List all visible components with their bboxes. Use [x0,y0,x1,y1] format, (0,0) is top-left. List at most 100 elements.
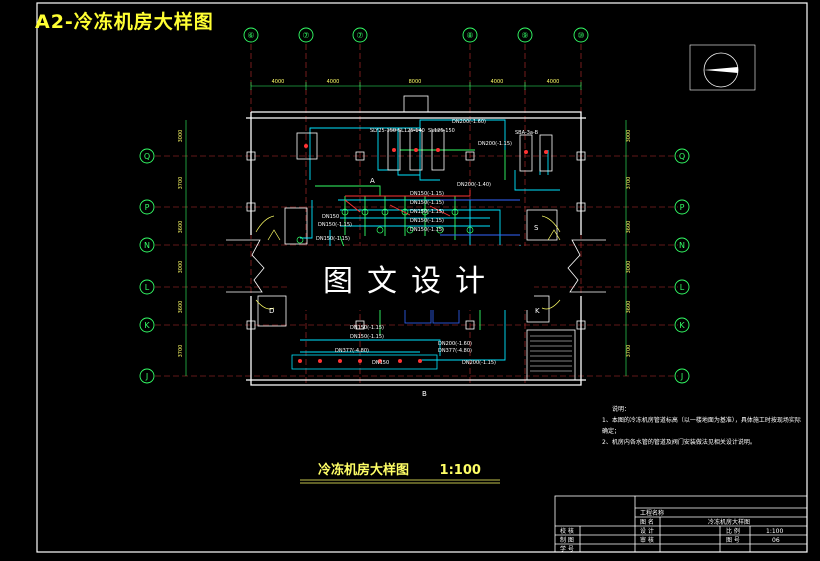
pump-dots [298,144,548,363]
notes-line-2: 2、机房内各水管的管道及阀门安装做法见相关设计说明。 [602,439,756,446]
grid-col-label: ⑥ [247,31,254,40]
dimension-label: 3700 [178,177,184,190]
tb-number-value: 06 [772,537,780,544]
inner-rooms [257,95,576,381]
pipe-label: SL125-140 [398,128,425,134]
tb-scale-value: 1:100 [766,528,783,535]
grid-row-label: N [679,241,685,250]
plan-title: 冷冻机房大样图 1:100 [318,459,507,478]
grid-row-label: L [145,283,150,292]
grid-row-lines [155,155,678,377]
pipe-label: DN150(-1.15) [410,218,444,224]
tb-designer-label: 设 计 [640,527,654,535]
grid-row-label: L [680,283,685,292]
room-label: D [269,307,274,315]
pipe-label: DN150(-1.15) [316,236,350,242]
tb-student-label: 学 号 [560,545,574,553]
stairs [530,335,572,372]
pipe-label: SBA-3a-B [515,130,539,136]
break-lines [226,239,606,293]
pipe-label: DN377(-4.80) [335,348,369,354]
pipe-label: DN150(-1.15) [410,209,444,215]
dimension-label: 3700 [626,177,632,190]
pipe-label: DN200(-1.60) [438,341,472,347]
tb-number-label: 图 号 [726,537,740,544]
pipe-label: DN150(-1.15) [318,222,352,228]
pipe-label: DN150(-1.15) [350,334,384,340]
top-dimension-line [250,82,582,90]
blue-pipes [440,199,520,236]
grid-col-label: ⑦ [356,31,363,40]
notes-heading: 说明： [612,406,631,413]
title-block-text: 工程名称 图 名 冷冻机房大样图 校 核 设 计 比 例 1:100 制 图 审… [560,509,783,553]
grid-col-label: ⑧ [466,31,473,40]
north-arrow [703,52,739,88]
plan-title-text: 冷冻机房大样图 [318,463,410,478]
tb-drawing-label: 图 名 [640,518,654,526]
pipe-label: DN200(-1.60) [452,119,486,125]
side-dimension-text: 3000 3700 3600 3000 3600 3700 3000 3700 … [178,130,632,358]
dimension-label: 4000 [272,79,285,85]
dimension-label: 4000 [547,79,560,85]
pipe-label: DN200(-1.40) [457,182,491,188]
dimension-label: 3600 [626,221,632,234]
north-arrow-frame [689,44,756,91]
grid-row-label: K [144,321,150,330]
grid-col-label: ⑨ [521,31,528,40]
valve-circles [296,208,474,244]
pipe-label: DN150(-1.15) [410,227,444,233]
dimension-label: 3000 [178,261,184,274]
pipe-label: DN150(-1.15) [410,200,444,206]
pipe-label-group: DN200(-1.60) SLY25-150 SL125-140 SL125-1… [316,119,539,366]
notes-line-1: 1、本图的冷冻机房管道标高（以一楼地面为基准），具体施工时按现场实际确定； [602,417,801,435]
room-label: S [534,224,539,232]
pipe-label: DN150 [322,214,339,220]
dimension-label: 3000 [626,261,632,274]
dimension-label: 3000 [178,130,184,143]
pipe-label: DN200(-1.15) [478,141,512,147]
title-block [554,495,808,553]
dimension-label: 3600 [626,301,632,314]
pipe-label: SL125-150 [428,128,455,134]
grid-row-label: K [679,321,685,330]
plan-scale: 1:100 [439,463,481,478]
grid-col-label: ⑦ [302,31,309,40]
watermark: 图文设计 [288,246,534,310]
tb-drawer-label: 制 图 [560,536,574,544]
sheet-border [36,2,808,553]
dimension-label: 3700 [626,345,632,358]
pipe-label: DN200(-1.15) [462,360,496,366]
notes-block: 说明： 1、本图的冷冻机房管道标高（以一楼地面为基准），具体施工时按现场实际确定… [602,404,802,448]
room-label: K [535,307,540,315]
room-label: A [370,177,375,185]
banner-title: A2-冷冻机房大样图 [35,11,214,33]
tb-project-label: 工程名称 [640,509,664,517]
pipe-label: DN150(-1.15) [410,191,444,197]
tb-checker-label: 校 核 [560,527,574,535]
dimension-label: 3700 [178,345,184,358]
pipe-label: DN150(-1.15) [350,325,384,331]
grid-row-label: J [680,372,683,381]
grid-row-label: J [145,372,148,381]
column-bubble-labels: ⑥ ⑦ ⑦ ⑧ ⑨ ⑩ [247,31,584,40]
dimension-label: 3600 [178,221,184,234]
pipe-label: SLY25-150 [370,128,396,134]
grid-row-label: N [144,241,150,250]
dimension-label: 4000 [491,79,504,85]
grid-row-label: Q [679,152,685,161]
pipe-label: DN150 [372,360,389,366]
grid-col-label: ⑩ [577,31,584,40]
pipe-label: DN377(-4.80) [438,348,472,354]
tb-approver-label: 审 核 [640,536,654,544]
equipment [291,129,553,370]
red-pipes [344,190,471,217]
dimension-label: 3000 [626,130,632,143]
tb-drawing-name: 冷冻机房大样图 [708,518,750,526]
column-bubbles [243,27,589,43]
grid-row-label: P [680,203,685,212]
dimension-label: 8000 [409,79,422,85]
top-dimension-text: 4000 4000 8000 4000 4000 [272,79,560,85]
tb-scale-label: 比 例 [726,527,740,535]
grid-row-label: Q [144,152,150,161]
